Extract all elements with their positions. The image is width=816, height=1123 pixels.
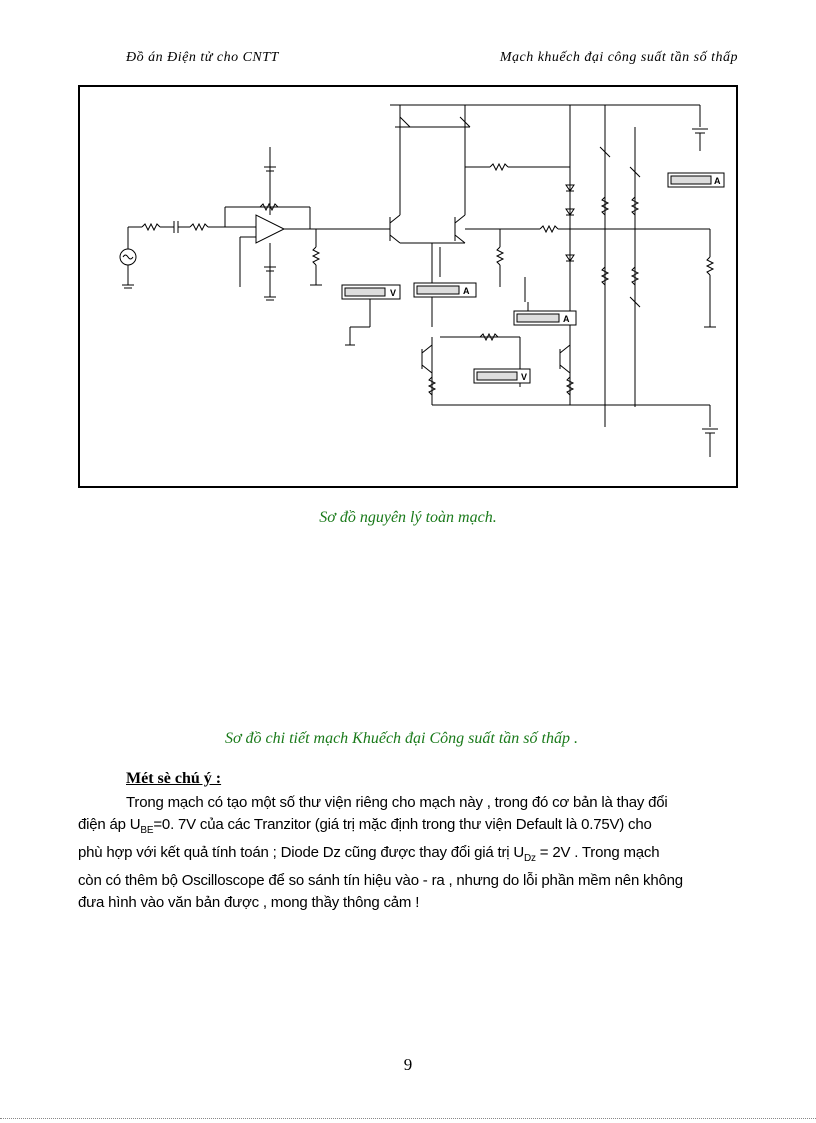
note-line-2: điện áp UBE=0. 7V của các Tranzitor (giá… — [78, 816, 652, 836]
figure-caption-main: Sơ đồ nguyên lý toàn mạch. — [319, 509, 497, 526]
circuit-schematic: V A A V A — [78, 85, 738, 488]
header-right: Mạch khuếch đại công suất tần số thấp — [499, 50, 738, 65]
voltmeter-2-label: V — [521, 372, 527, 382]
note-line-4: còn có thêm bộ Oscilloscope để so sánh t… — [78, 872, 683, 889]
page-number: 9 — [403, 1055, 413, 1074]
ammeter-3-label: A — [714, 176, 721, 186]
note-body: Trong mạch có tạo một số thư viện riêng … — [78, 792, 726, 914]
bottom-border — [0, 1118, 816, 1119]
note-line-1: Trong mạch có tạo một số thư viện riêng … — [126, 794, 668, 811]
meter-group: V A A V A — [341, 172, 725, 384]
figure-caption-detail: Sơ đồ chi tiết mạch Khuếch đại Công suất… — [225, 730, 578, 747]
ammeter-1-label: A — [463, 286, 470, 296]
ammeter-2-label: A — [563, 314, 570, 324]
note-title: Mét sè chú ý : — [126, 770, 222, 787]
schematic-svg: V A A V A — [119, 104, 725, 457]
note-line-3: phù hợp với kết quả tính toán ; Diode Dz… — [78, 844, 660, 864]
header-left: Đồ án Điện tử cho CNTT — [126, 50, 279, 65]
voltmeter-1-label: V — [390, 288, 396, 298]
note-line-5: đưa hình vào văn bản được , mong thầy th… — [78, 894, 420, 911]
